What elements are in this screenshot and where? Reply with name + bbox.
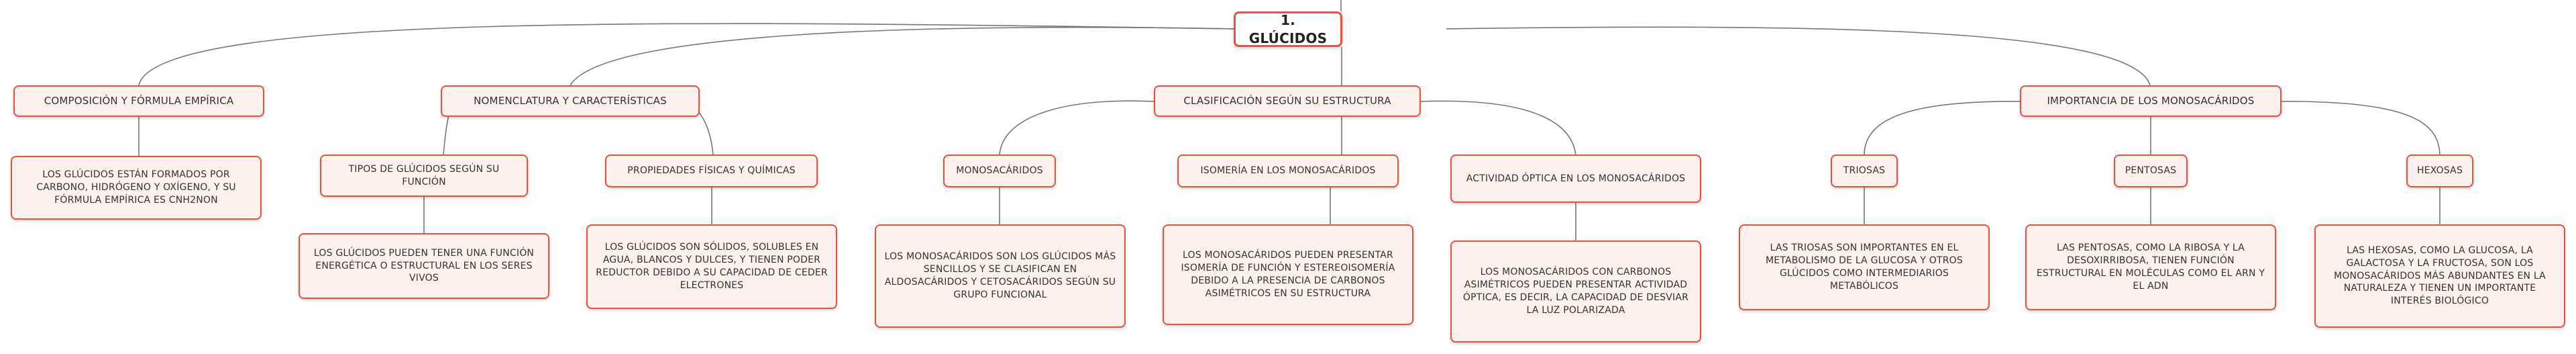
- node-tipos[interactable]: TIPOS DE GLÚCIDOS SEGÚN SU FUNCIÓN: [320, 154, 528, 197]
- node-isomeria[interactable]: ISOMERÍA EN LOS MONOSACÁRIDOS: [1177, 154, 1399, 187]
- root-node[interactable]: 1. GLÚCIDOS: [1234, 11, 1342, 47]
- leaf-actividad[interactable]: LOS MONOSACÁRIDOS CON CARBONOS ASIMÉTRIC…: [1450, 240, 1701, 343]
- leaf-hexosas[interactable]: LAS HEXOSAS, COMO LA GLUCOSA, LA GALACTO…: [2314, 224, 2565, 328]
- node-composicion[interactable]: COMPOSICIÓN Y FÓRMULA EMPÍRICA: [13, 85, 264, 117]
- edge-clasificacion-mono: [999, 100, 1155, 155]
- node-hexosas[interactable]: HEXOSAS: [2406, 154, 2473, 187]
- node-importancia[interactable]: IMPORTANCIA DE LOS MONOSACÁRIDOS: [2020, 85, 2282, 117]
- edge-root-nomenclatura: [570, 26, 1236, 86]
- node-actividad[interactable]: ACTIVIDAD ÓPTICA EN LOS MONOSACÁRIDOS: [1450, 154, 1701, 203]
- leaf-pentosas[interactable]: LAS PENTOSAS, COMO LA RIBOSA Y LA DESOXI…: [2025, 224, 2276, 310]
- edge-importancia-hexosas: [2281, 101, 2440, 155]
- node-triosas[interactable]: TRIOSAS: [1831, 154, 1898, 187]
- node-propiedades[interactable]: PROPIEDADES FÍSICAS Y QUÍMICAS: [605, 154, 818, 187]
- edge-importancia-triosas: [1864, 101, 2021, 155]
- edge-clasificacion-actividad: [1420, 100, 1576, 157]
- node-pentosas[interactable]: PENTOSAS: [2114, 154, 2188, 187]
- leaf-isomeria[interactable]: LOS MONOSACÁRIDOS PUEDEN PRESENTAR ISOME…: [1163, 224, 1413, 325]
- leaf-composicion[interactable]: LOS GLÚCIDOS ESTÁN FORMADOS POR CARBONO,…: [11, 156, 262, 220]
- node-nomenclatura[interactable]: NOMENCLATURA Y CARACTERÍSTICAS: [441, 85, 700, 117]
- leaf-tipos[interactable]: LOS GLÚCIDOS PUEDEN TENER UNA FUNCIÓN EN…: [299, 233, 549, 299]
- edge-root-importancia: [1446, 26, 2151, 86]
- node-mono[interactable]: MONOSACÁRIDOS: [943, 154, 1056, 187]
- leaf-propiedades[interactable]: LOS GLÚCIDOS SON SÓLIDOS, SOLUBLES EN AG…: [586, 224, 837, 309]
- leaf-triosas[interactable]: LAS TRIOSAS SON IMPORTANTES EN EL METABO…: [1739, 224, 1990, 310]
- node-clasificacion[interactable]: CLASIFICACIÓN SEGÚN SU ESTRUCTURA: [1154, 85, 1421, 117]
- leaf-mono[interactable]: LOS MONOSACÁRIDOS SON LOS GLÚCIDOS MÁS S…: [875, 224, 1126, 328]
- edge-root-composicion: [138, 23, 1236, 86]
